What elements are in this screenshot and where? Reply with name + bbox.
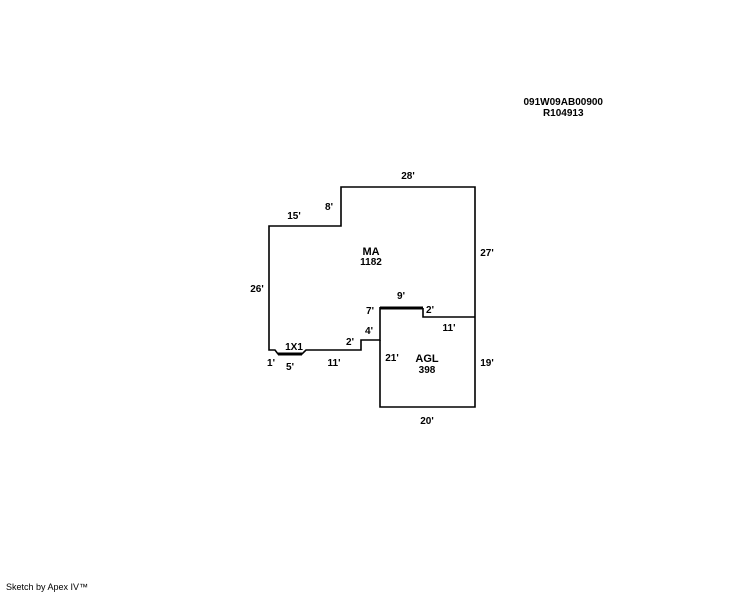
dim-garage-right: 19' bbox=[480, 358, 494, 369]
dim-bottom-notch: 5' bbox=[286, 362, 294, 373]
dim-main-step-vertical: 8' bbox=[325, 202, 333, 213]
dim-inner-drop: 2' bbox=[426, 305, 434, 316]
sketch-credit: Sketch by Apex IV™ bbox=[6, 582, 89, 592]
dim-main-step-horizontal: 15' bbox=[287, 211, 301, 222]
parcel-header: 091W09AB00900 R104913 bbox=[524, 97, 604, 119]
small-area-code: 1X1 bbox=[285, 342, 303, 353]
inner-wall-step bbox=[422, 308, 475, 318]
dim-inner-run: 11' bbox=[443, 323, 456, 334]
main-area-sqft: 1182 bbox=[360, 257, 382, 268]
dim-inner-top: 9' bbox=[397, 291, 405, 302]
dim-main-left: 26' bbox=[250, 284, 264, 295]
dim-main-right: 27' bbox=[480, 248, 494, 259]
main-area-code: MA bbox=[362, 246, 379, 258]
garage-outline bbox=[379, 317, 476, 408]
dim-bottom-left-corner: 1' bbox=[267, 358, 275, 369]
dim-garage-bottom: 20' bbox=[420, 416, 434, 427]
dim-inner-up: 7' bbox=[366, 306, 374, 317]
dim-jog-up: 4' bbox=[365, 326, 373, 337]
garage-area-code: AGL bbox=[415, 353, 439, 365]
dim-bottom-run: 11' bbox=[328, 358, 341, 369]
main-area-outline bbox=[268, 186, 476, 355]
garage-area-sqft: 398 bbox=[419, 365, 436, 376]
dim-main-top: 28' bbox=[401, 171, 415, 182]
account-id: R104913 bbox=[542, 108, 584, 119]
parcel-id: 091W09AB00900 bbox=[523, 97, 604, 108]
dim-garage-left: 21' bbox=[385, 353, 399, 364]
dim-bottom-jog: 2' bbox=[346, 337, 354, 348]
